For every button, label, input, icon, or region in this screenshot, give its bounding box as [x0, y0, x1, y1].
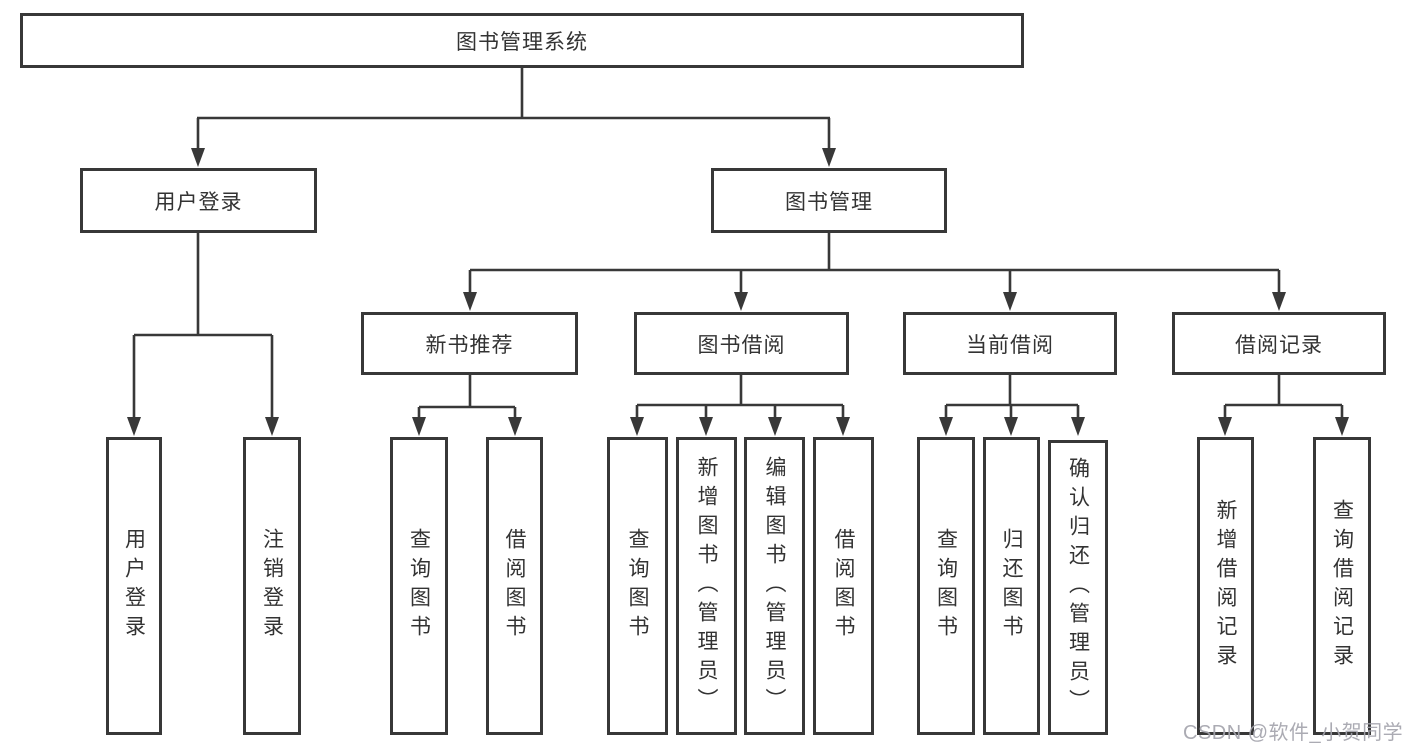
arrow-down-icon	[191, 148, 205, 167]
leaf-borrow-books-recommend: 借阅图书	[486, 437, 543, 735]
node-root: 图书管理系统	[20, 13, 1024, 68]
watermark: CSDN @软件_小贺同学	[1183, 722, 1404, 744]
arrow-down-icon	[822, 148, 836, 167]
arrow-down-icon	[1218, 417, 1232, 436]
leaf-logout: 注销登录	[243, 437, 301, 735]
node-user-login: 用户登录	[80, 168, 317, 233]
node-borrow-records: 借阅记录	[1172, 312, 1386, 375]
node-current-borrow: 当前借阅	[903, 312, 1117, 375]
arrow-down-icon	[1071, 417, 1085, 436]
arrow-down-icon	[265, 417, 279, 436]
arrow-down-icon	[1004, 417, 1018, 436]
arrow-down-icon	[836, 417, 850, 436]
arrow-down-icon	[699, 417, 713, 436]
arrow-down-icon	[412, 417, 426, 436]
leaf-query-books-current: 查询图书	[917, 437, 975, 735]
node-book-management: 图书管理	[711, 168, 947, 233]
leaf-query-books-recommend: 查询图书	[390, 437, 448, 735]
arrow-down-icon	[939, 417, 953, 436]
connector-paths	[132, 68, 1344, 419]
arrow-down-icon	[1335, 417, 1349, 436]
arrow-down-icon	[508, 417, 522, 436]
leaf-add-borrow-record: 新增借阅记录	[1197, 437, 1254, 735]
leaf-edit-book-admin: 编辑图书（管理员）	[744, 437, 805, 735]
arrow-down-icon	[127, 417, 141, 436]
leaf-borrow-books-borrow: 借阅图书	[813, 437, 874, 735]
node-new-book-recommend: 新书推荐	[361, 312, 578, 375]
arrow-down-icon	[1272, 292, 1286, 311]
arrow-down-icon	[463, 292, 477, 311]
arrow-down-icon	[768, 417, 782, 436]
leaf-return-books: 归还图书	[983, 437, 1040, 735]
leaf-add-book-admin: 新增图书（管理员）	[676, 437, 737, 735]
leaf-query-books-borrow: 查询图书	[607, 437, 668, 735]
arrow-down-icon	[1003, 292, 1017, 311]
leaf-confirm-return-admin: 确认归还（管理员）	[1048, 440, 1108, 735]
arrowhead-icons	[127, 148, 1349, 436]
node-book-borrow: 图书借阅	[634, 312, 849, 375]
leaf-query-borrow-record: 查询借阅记录	[1313, 437, 1371, 735]
arrow-down-icon	[734, 292, 748, 311]
arrow-down-icon	[630, 417, 644, 436]
leaf-user-login: 用户登录	[106, 437, 162, 735]
